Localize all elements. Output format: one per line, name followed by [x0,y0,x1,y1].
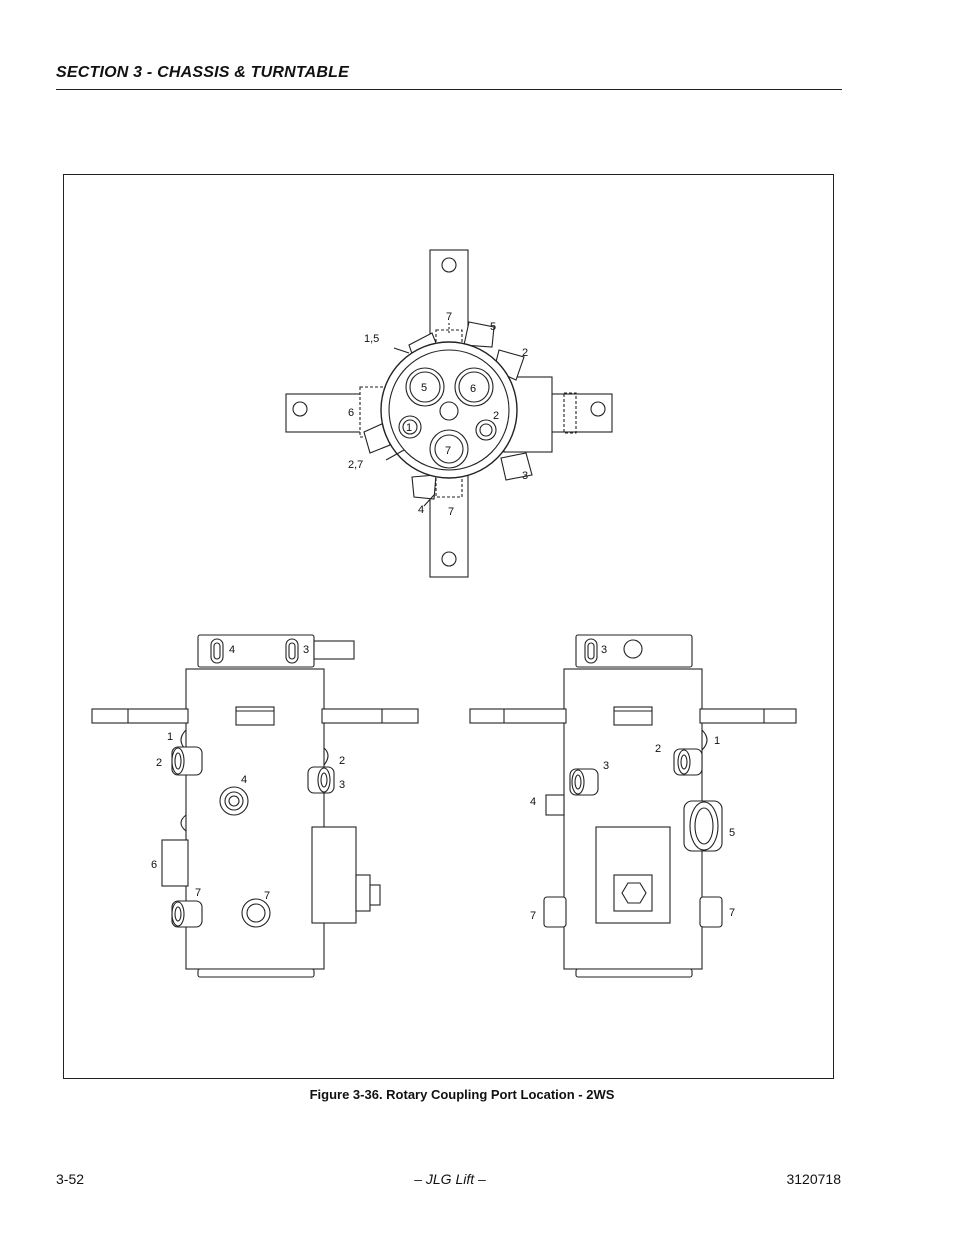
left-label-3b: 3 [339,779,345,791]
figure-frame: 7 5 2 1,5 6 2 2,7 3 4 7 5 6 1 7 4 3 1 2 … [63,174,834,1079]
top-view [285,249,613,578]
right-label-7b: 7 [729,907,735,919]
label-right-2: 2 [493,410,499,422]
right-label-3b: 3 [603,760,609,772]
left-label-7a: 7 [195,887,201,899]
label-right-3: 3 [522,470,528,482]
right-label-5: 5 [729,827,735,839]
left-side-view [91,634,419,978]
figure-caption-text: Figure 3-36. Rotary Coupling Port Locati… [309,1087,615,1102]
left-label-2b: 2 [339,755,345,767]
left-label-4: 4 [229,644,235,656]
port-label-5: 5 [421,382,427,394]
port-label-6: 6 [470,383,476,395]
label-left-1-5: 1,5 [364,333,379,345]
rotary-coupling-drawing: 7 5 2 1,5 6 2 2,7 3 4 7 5 6 1 7 4 3 1 2 … [91,249,797,978]
label-top-7: 7 [446,311,452,323]
publisher: – JLG Lift – [414,1171,486,1187]
label-top-2: 2 [522,347,528,359]
doc-number: 3120718 [786,1171,841,1187]
label-left-6: 6 [348,407,354,419]
left-label-4b: 4 [241,774,247,786]
label-bottom-4: 4 [418,504,424,516]
right-side-view [469,634,797,978]
left-label-6: 6 [151,859,157,871]
label-bottom-7: 7 [448,506,454,518]
port-label-7: 7 [445,445,451,457]
label-top-5: 5 [490,321,496,333]
left-label-7b: 7 [264,890,270,902]
left-label-3: 3 [303,644,309,656]
right-label-2: 2 [655,743,661,755]
label-left-2-7: 2,7 [348,459,363,471]
left-label-2a: 2 [156,757,162,769]
page-number: 3-52 [56,1171,85,1187]
left-label-1: 1 [167,731,173,743]
right-label-7a: 7 [530,910,536,922]
section-title: SECTION 3 - CHASSIS & TURNTABLE [56,64,350,81]
port-label-1: 1 [406,422,412,434]
right-label-1: 1 [714,735,720,747]
figure-caption: Figure 3-36. Rotary Coupling Port Locati… [0,1087,954,1102]
right-label-3: 3 [601,644,607,656]
right-label-4: 4 [530,796,536,808]
header-rule [56,89,842,90]
